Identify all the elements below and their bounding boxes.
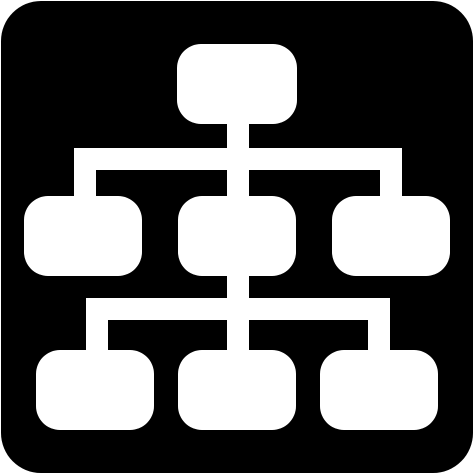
org-boxes (24, 44, 450, 430)
org-box-row2-left (24, 196, 142, 276)
drop-line-row2-right (380, 148, 402, 198)
drop-line-row2-left (74, 148, 96, 198)
org-box-row3-left (36, 350, 154, 430)
org-box-row2-center (178, 196, 296, 276)
org-box-row3-center (178, 350, 296, 430)
connector-lines (74, 118, 402, 358)
drop-line-row3-left (86, 298, 108, 358)
bus-line-lower (86, 298, 390, 320)
org-box-top (177, 44, 297, 124)
org-box-row2-right (332, 196, 450, 276)
org-box-row3-right (320, 350, 438, 430)
drop-line-row3-right (368, 298, 390, 358)
bus-line-upper (74, 148, 402, 170)
